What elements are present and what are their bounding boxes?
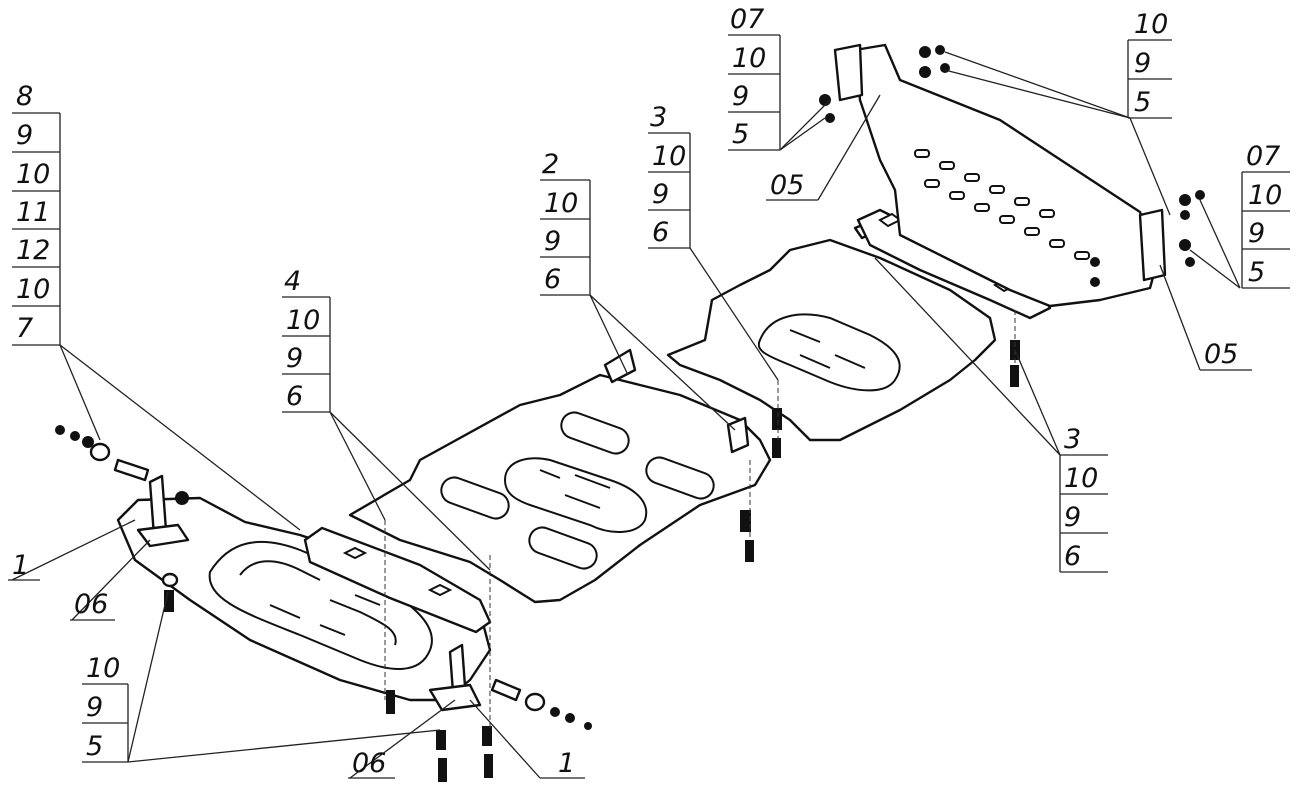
callout-label: 10 <box>652 141 686 172</box>
callout-front-stack: 4 10 9 6 <box>282 266 331 413</box>
part-label: 1 <box>12 550 29 581</box>
label-06-left: 06 <box>70 589 115 621</box>
callout-label: 07 <box>1246 141 1280 172</box>
bracket-06-right <box>428 643 482 712</box>
callout-label: 9 <box>1134 48 1151 79</box>
callout-label: 9 <box>16 120 33 151</box>
label-1-left: 1 <box>8 550 40 581</box>
callout-label: 10 <box>16 274 50 305</box>
callout-label: 10 <box>86 653 120 684</box>
bracket-06-left <box>136 474 190 548</box>
callout-label: 5 <box>732 119 749 150</box>
part-label: 06 <box>74 589 108 620</box>
callout-label: 10 <box>732 43 766 74</box>
callout-label: 4 <box>284 266 301 297</box>
callout-top-stack: 07 10 9 5 <box>728 4 781 151</box>
callout-label: 12 <box>16 235 50 266</box>
callout-label: 10 <box>1134 9 1168 40</box>
callout-label: 9 <box>544 226 561 257</box>
callout-label: 6 <box>286 381 303 412</box>
callout-label: 7 <box>16 313 33 344</box>
callout-top-right-stack: 10 9 5 <box>1127 9 1172 119</box>
callout-label: 10 <box>16 159 50 190</box>
callout-label: 8 <box>16 81 33 112</box>
callout-rear-plate-stack: 3 10 9 6 <box>648 102 691 249</box>
callout-label: 07 <box>730 4 764 35</box>
front-skid-plate <box>116 496 492 702</box>
callout-label: 9 <box>1064 502 1081 533</box>
callout-label: 10 <box>1248 180 1282 211</box>
callout-label: 6 <box>652 217 669 248</box>
callout-lower-right-stack: 3 10 9 6 <box>1059 424 1108 573</box>
callout-label: 10 <box>1064 463 1098 494</box>
callout-label: 2 <box>542 149 559 180</box>
rear-skid-plate-3 <box>666 220 997 442</box>
callout-middle-stack: 2 10 9 6 <box>540 149 591 296</box>
callout-label: 11 <box>16 197 50 228</box>
middle-skid-plate-2 <box>348 348 772 604</box>
callout-right-stack: 07 10 9 5 <box>1241 141 1290 289</box>
callout-label: 3 <box>1064 424 1081 455</box>
callout-label: 10 <box>544 188 578 219</box>
callout-label: 9 <box>652 179 669 210</box>
callout-label: 3 <box>650 102 667 133</box>
part-label: 05 <box>770 170 804 201</box>
top-rear-plate <box>833 43 1167 308</box>
callout-label: 5 <box>1134 87 1151 118</box>
leader-lines <box>11 51 1241 779</box>
callout-label: 9 <box>732 81 749 112</box>
part-label: 06 <box>352 748 386 779</box>
callout-bottom-left-stack: 10 9 5 <box>82 653 129 763</box>
callout-label: 10 <box>286 305 320 336</box>
callout-label: 9 <box>286 343 303 374</box>
label-05-top: 05 <box>766 170 818 201</box>
label-05-right: 05 <box>1200 339 1252 371</box>
slot-grid <box>914 149 1090 260</box>
callout-label: 5 <box>86 731 103 762</box>
callout-label: 6 <box>1064 541 1081 572</box>
part-label: 1 <box>558 748 575 779</box>
callout-label: 9 <box>1248 218 1265 249</box>
label-06-bottom: 06 <box>348 748 395 779</box>
alignment-lines <box>384 310 1016 730</box>
callout-label: 6 <box>544 264 561 295</box>
label-1-bottom: 1 <box>540 748 585 779</box>
fasteners <box>55 45 1205 782</box>
part-label: 05 <box>1204 339 1238 370</box>
callout-label: 9 <box>86 692 103 723</box>
callout-left-stack: 8 9 10 11 12 10 7 <box>12 81 61 346</box>
callout-label: 5 <box>1248 257 1265 288</box>
